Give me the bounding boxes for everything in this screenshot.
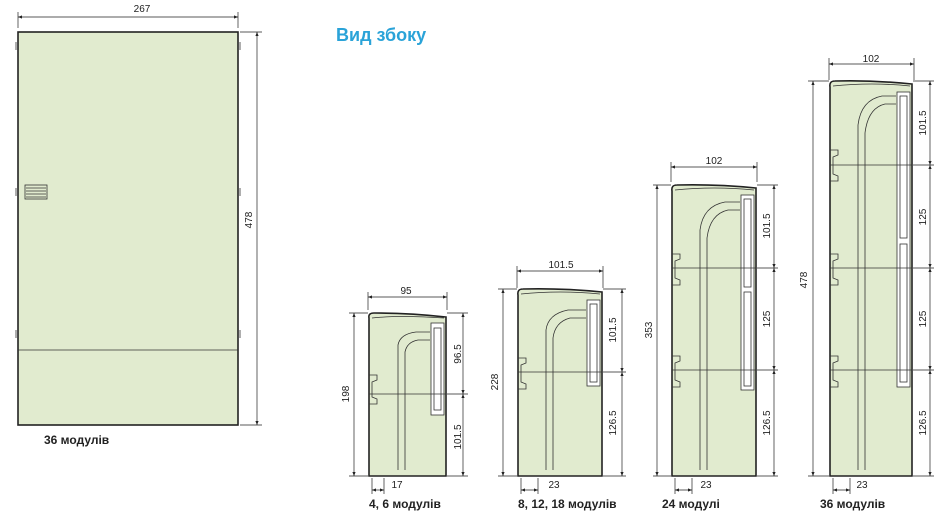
sv3-caption: 24 модулі: [662, 497, 720, 511]
sv3-lower-label: 126.5: [762, 410, 773, 435]
sv1-width-label: 95: [400, 286, 412, 297]
side-view-4-6: 95 198 96.5 101.5 17 4, 6 модулів: [341, 286, 468, 511]
side-view-36: 102 478 101.5 125 125 126.5 23: [799, 54, 934, 511]
sv1-caption: 4, 6 модулів: [369, 497, 441, 511]
front-width-label: 267: [134, 4, 151, 15]
sv1-upper-label: 96.5: [453, 344, 464, 364]
sv2-caption: 8, 12, 18 модулів: [518, 497, 617, 511]
sv3-height-label: 353: [644, 321, 655, 338]
front-caption: 36 модулів: [44, 433, 109, 447]
sv2-height-label: 228: [490, 373, 501, 390]
side-view-24: 102 353 101.5 125 126.5 23 24 модулі: [644, 156, 778, 511]
sv2-bottom-label: 23: [548, 480, 560, 491]
side-view-title: Вид збоку: [336, 25, 426, 45]
sv4-middle2-label: 125: [918, 310, 929, 327]
sv3-bottom-label: 23: [700, 480, 712, 491]
sv1-bottom-label: 17: [391, 480, 403, 491]
sv4-width-label: 102: [863, 54, 880, 65]
sv3-width-label: 102: [706, 156, 723, 167]
sv4-caption: 36 модулів: [820, 497, 885, 511]
sv4-lower-label: 126.5: [918, 410, 929, 435]
sv4-height-label: 478: [799, 271, 810, 288]
sv4-middle1-label: 125: [918, 208, 929, 225]
vent-grille-icon: [24, 184, 48, 200]
front-enclosure: [17, 31, 239, 426]
sv1-lower-label: 101.5: [453, 424, 464, 449]
sv4-bottom-label: 23: [856, 480, 868, 491]
sv3-middle-label: 125: [762, 310, 773, 327]
sv3-upper-label: 101.5: [762, 213, 773, 238]
sv4-upper-label: 101.5: [918, 110, 929, 135]
front-height-label: 478: [244, 211, 255, 228]
sv2-upper-label: 101.5: [608, 317, 619, 342]
sv1-height-label: 198: [341, 385, 352, 402]
sv2-lower-label: 126.5: [608, 410, 619, 435]
sv2-width-label: 101.5: [548, 260, 573, 271]
side-view-8-12-18: 101.5 228 101.5 126.5 23 8, 12, 18 модул…: [490, 260, 626, 511]
front-view: 267 478 36 модулів: [15, 4, 262, 447]
